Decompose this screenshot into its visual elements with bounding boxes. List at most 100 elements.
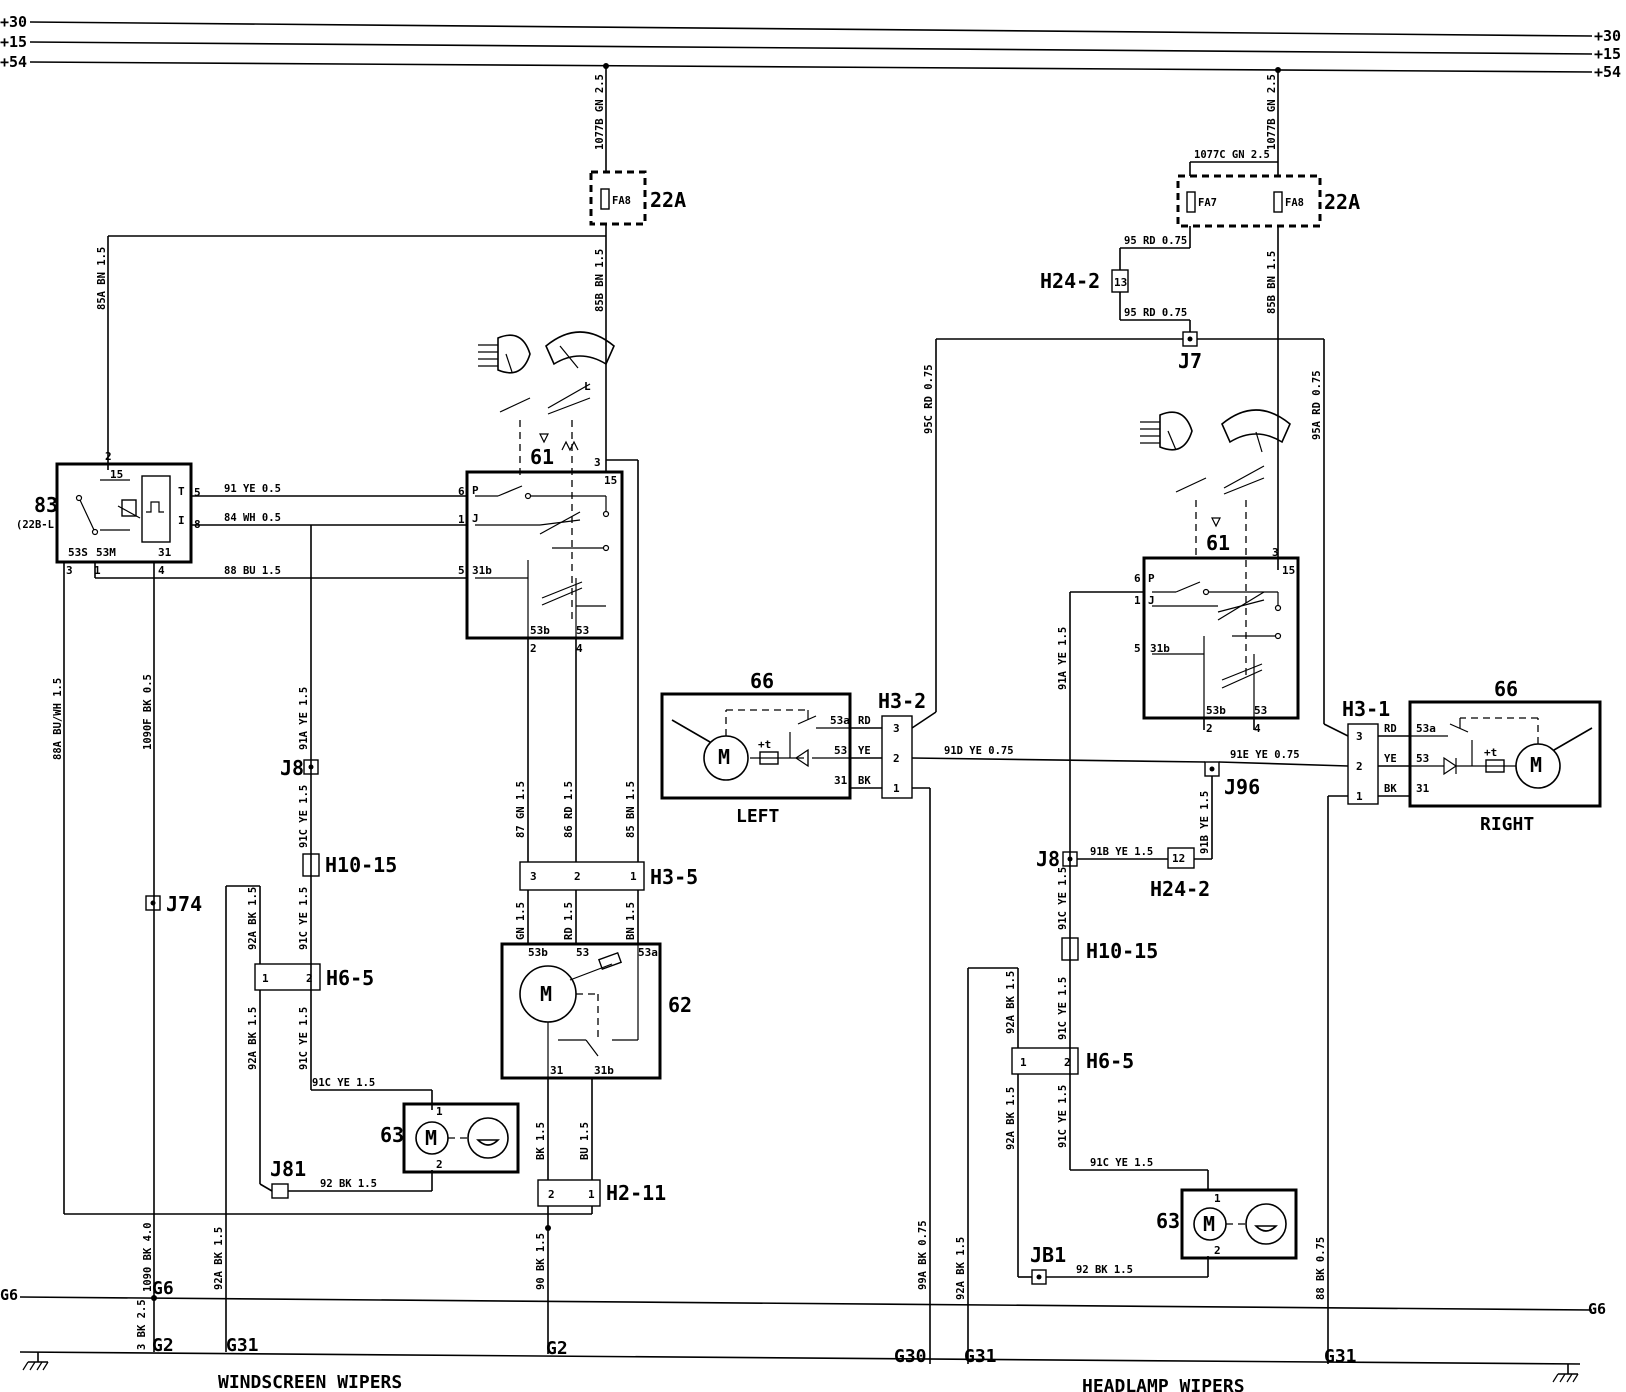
- relay-pin-1: 1: [94, 564, 101, 577]
- ground-g31b-label: G31: [964, 1346, 997, 1367]
- motor-66-label: 66: [1494, 677, 1518, 701]
- rail-g6-left: G6: [0, 1286, 18, 1304]
- wiper-stalk-icon-left: [545, 331, 615, 369]
- wire-label-91a: 91A YE 1.5: [298, 687, 310, 750]
- pin-label: 1: [1214, 1192, 1221, 1205]
- pin-label: 2: [1064, 1056, 1071, 1069]
- wire-label-88-right: 88 BK 0.75: [1315, 1237, 1327, 1300]
- wire-label-91c-3: 91C YE 1.5: [298, 1007, 310, 1070]
- washer-pump-63-left: M 63 1 2: [380, 1102, 520, 1174]
- wire-label-87: 87 GN 1.5: [515, 781, 527, 838]
- pin-label: 5: [458, 564, 465, 577]
- section-headlamp-wipers: HEADLAMP WIPERS: [1082, 1376, 1245, 1392]
- wire-label-1077b-right: 1077B GN 2.5: [1266, 74, 1278, 150]
- ground-g31-label: G31: [226, 1335, 259, 1356]
- relay-pin-53s: 53S: [68, 546, 88, 559]
- wire-label-91c-8: 91C YE 1.5: [1090, 1157, 1153, 1169]
- connector-j8-label: J8: [280, 756, 304, 780]
- pin-label: 53a: [638, 946, 658, 959]
- connector-j8-right: J8: [1036, 847, 1078, 871]
- relay-pin-T: T: [178, 485, 185, 498]
- pin-label: 53: [1416, 752, 1429, 765]
- connector-j96-label: J96: [1224, 775, 1260, 799]
- switch-61-label: 61: [530, 445, 554, 469]
- pin-label: 6: [1134, 572, 1141, 585]
- wire-label-85: 85 BN 1.5: [625, 781, 637, 838]
- wire-label-92-right: 92 BK 1.5: [1076, 1264, 1133, 1276]
- wire-label-1090: 1090 BK 4.0: [142, 1222, 154, 1292]
- fuse-box-22a-right: FA7 FA8 22A: [1176, 174, 1360, 228]
- wiper-switch-61-left: 61 6 P 1 J 5 31b 3 15 53b 53 2 4: [458, 420, 624, 655]
- pin-label: 53a: [1416, 722, 1436, 735]
- wire-label-92a-6: 92A BK 1.5: [955, 1237, 967, 1300]
- relay-pin-15: 15: [110, 468, 123, 481]
- washer-stalk-icon-left: [478, 334, 531, 374]
- connector-j81-label: J81: [270, 1157, 306, 1181]
- wiper-switch-61-right: 61 6 P 1 J 5 31b 3 15 53b 53 2 4: [1134, 531, 1300, 735]
- relay-pin-4: 4: [158, 564, 165, 577]
- connector-h24-2-label: H24-2: [1040, 269, 1100, 293]
- relay-83: 83 (22B-L) 2 15 53S 53M 31 T I 3 1 4 5 8: [16, 236, 201, 577]
- pin-label: 3: [594, 456, 601, 469]
- wire-label-91c-1: 91C YE 1.5: [298, 785, 310, 848]
- right-caption: RIGHT: [1480, 814, 1534, 835]
- pin-label: J: [472, 512, 479, 525]
- pin-label: 1: [588, 1188, 595, 1201]
- fuse-fa8-label: FA8: [612, 195, 631, 207]
- wire-label-91: 91 YE 0.5: [224, 483, 281, 495]
- pin-label: 4: [576, 642, 583, 655]
- pin-label: P: [472, 484, 479, 497]
- pin-label: 53b: [528, 946, 548, 959]
- pin-label: 4: [1254, 722, 1261, 735]
- pin-label: 2: [1206, 722, 1213, 735]
- switch-levers-right: [1175, 465, 1265, 680]
- headlamp-wiper-motor-66-left: 66 LEFT M +t 53a 53 31: [660, 669, 852, 827]
- motor-m-label: M: [425, 1126, 437, 1150]
- wire-label-91d: 91D YE 0.75: [944, 745, 1014, 757]
- wire-label-91c-7: 91C YE 1.5: [1057, 1085, 1069, 1148]
- connector-h10-15-right: H10-15: [1061, 937, 1158, 963]
- wire-label-95b: 95 RD 0.75: [1124, 307, 1187, 319]
- motor-m-label: M: [540, 982, 552, 1006]
- rail-30-right: +30: [1594, 27, 1621, 45]
- connector-j8-label: J8: [1036, 847, 1060, 871]
- motor-m-label: M: [1530, 753, 1542, 777]
- connector-j74: J74: [145, 892, 202, 916]
- pin-label: 2: [436, 1158, 443, 1171]
- pin-label: 31: [834, 774, 848, 787]
- pin-label: 1: [1134, 594, 1141, 607]
- wire-label-85b: 85B BN 1.5: [594, 249, 606, 312]
- wire-rd-label: RD: [1384, 723, 1397, 735]
- connector-h3-1: 3 2 1 H3-1: [1342, 697, 1390, 805]
- wire-label-92a-4: 92A BK 1.5: [1005, 971, 1017, 1034]
- wire-label-91b-1: 91B YE 1.5: [1090, 846, 1153, 858]
- pin-label: 1: [458, 513, 465, 526]
- junction-dot: [151, 1295, 157, 1301]
- relay-pin-5: 5: [194, 486, 201, 499]
- ground-g2b-label: G2: [546, 1338, 568, 1359]
- connector-j96: J96: [1204, 761, 1260, 799]
- connector-h6-5-label: H6-5: [1086, 1049, 1134, 1073]
- connector-j7: J7: [1178, 331, 1202, 373]
- ground-symbol-left: [22, 1352, 49, 1371]
- wire-label-1077b: 1077B GN 2.5: [594, 74, 606, 150]
- connector-h6-5-left: 1 2 H6-5: [254, 963, 374, 991]
- switch-61-label: 61: [1206, 531, 1230, 555]
- fuse-box-label: 22A: [650, 188, 686, 212]
- pin-label: 1: [630, 870, 637, 883]
- connector-j81-right: JB1: [1030, 1243, 1066, 1285]
- motor-m-label: M: [718, 745, 730, 769]
- connector-h2-11: 2 1 H2-11: [537, 1179, 666, 1207]
- junction-dot: [545, 1225, 551, 1231]
- motor-62-label: 62: [668, 993, 692, 1017]
- pin-label: 1: [436, 1105, 443, 1118]
- wire-label-3: 3 BK 2.5: [136, 1299, 148, 1350]
- pin-label: 3: [530, 870, 537, 883]
- pin-label: 1: [1356, 790, 1363, 803]
- rail-15-left: +15: [0, 33, 27, 51]
- pin-label: 3: [1272, 546, 1279, 559]
- connector-h6-5-right: 1 2 H6-5: [1011, 1047, 1134, 1075]
- wire-label-92: 92 BK 1.5: [320, 1178, 377, 1190]
- connector-jb1-label: JB1: [1030, 1243, 1066, 1267]
- wire-label-86: 86 RD 1.5: [563, 781, 575, 838]
